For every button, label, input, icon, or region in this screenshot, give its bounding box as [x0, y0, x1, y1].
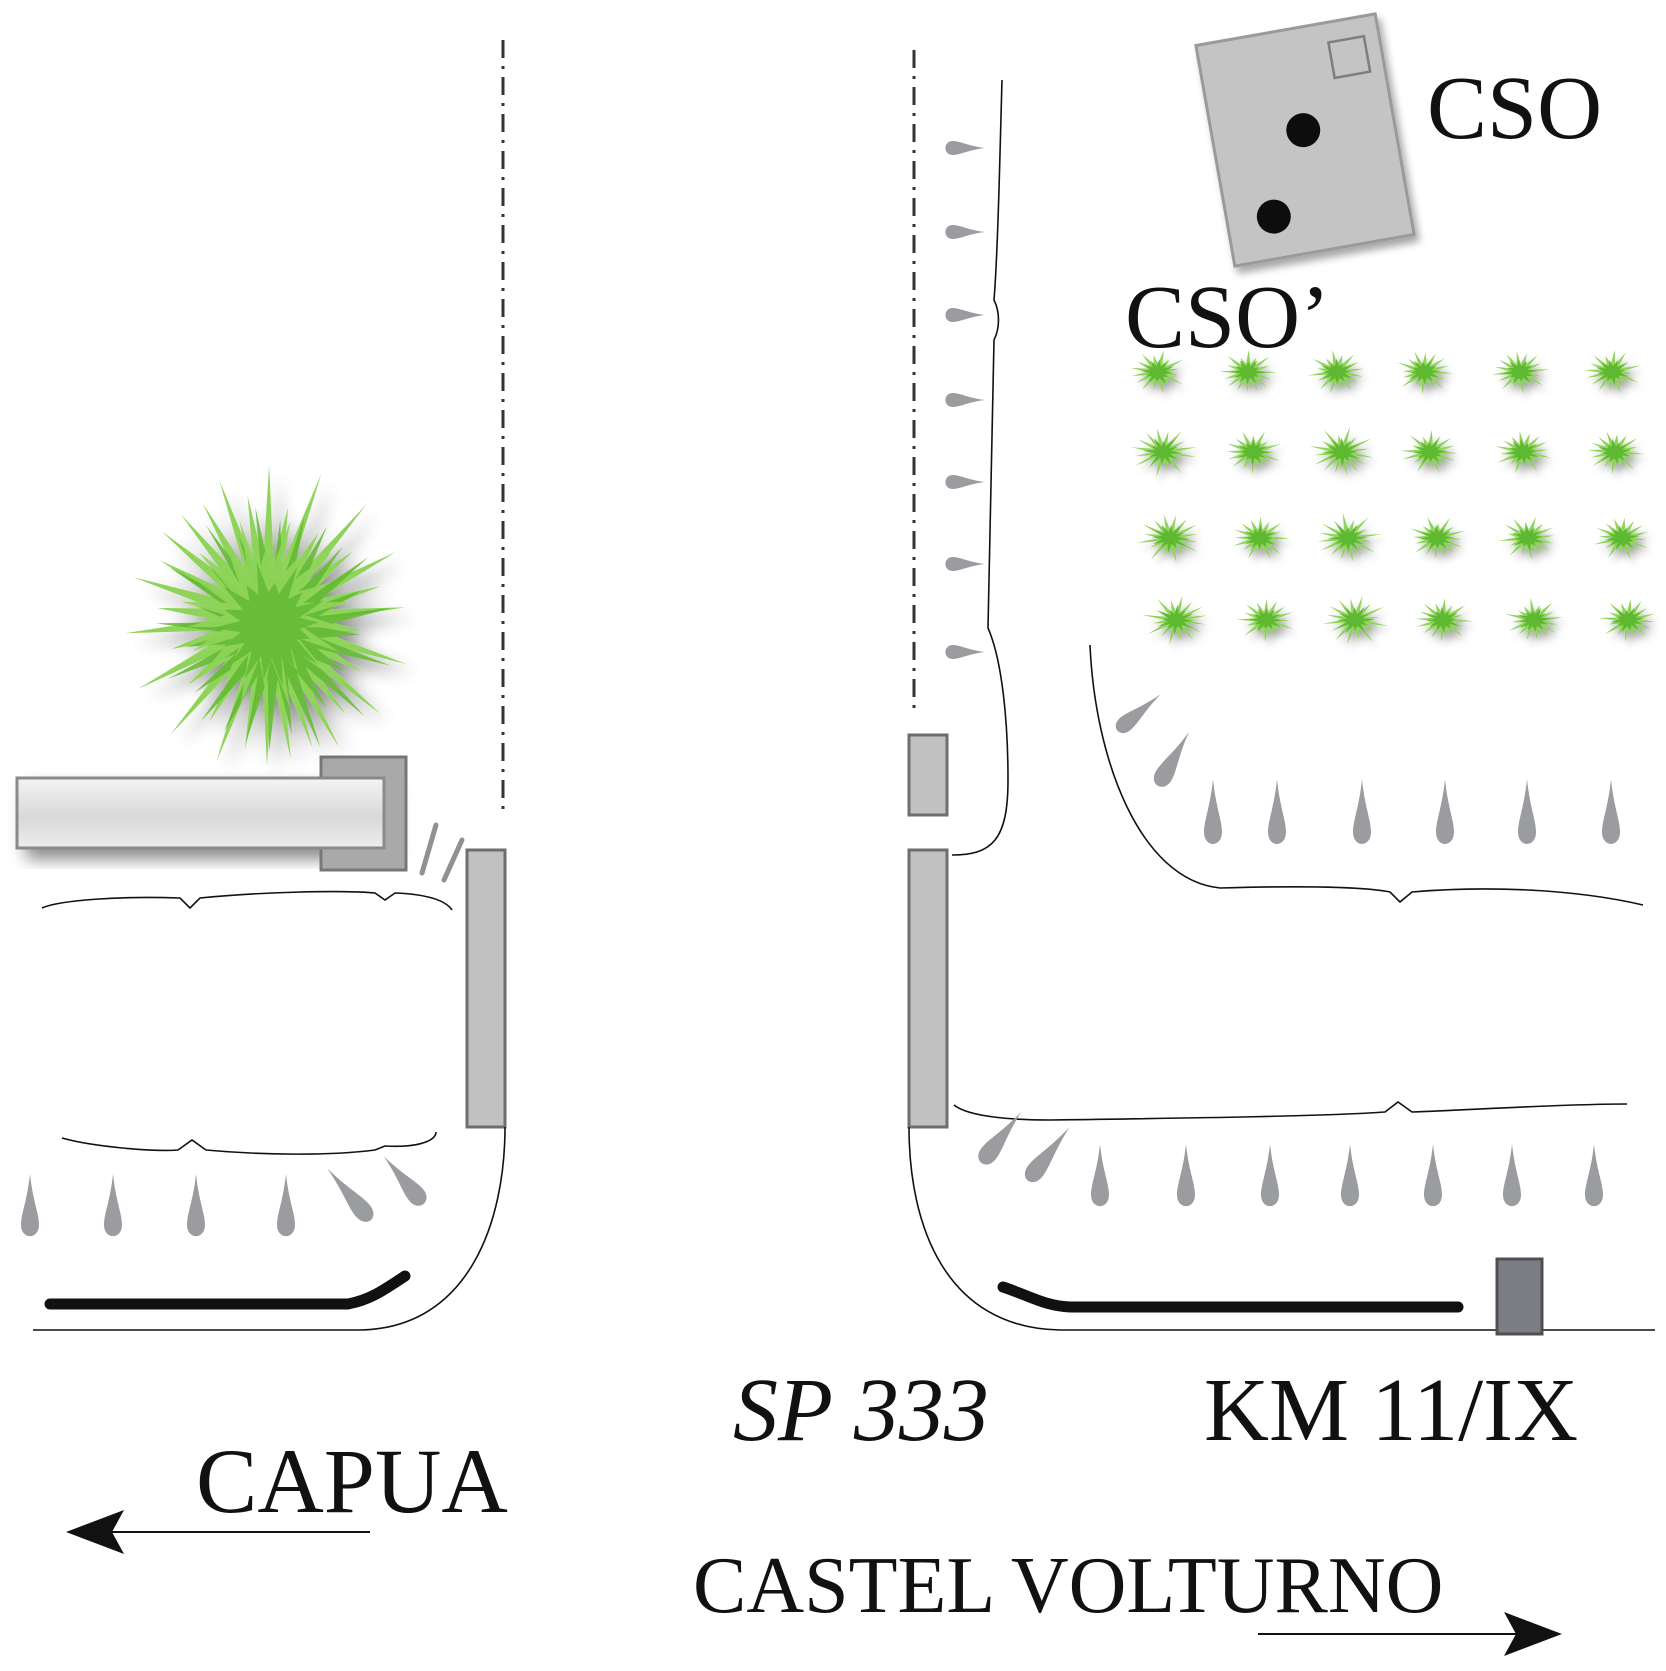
plant-icon — [1131, 428, 1197, 478]
plant-icon — [1598, 598, 1655, 642]
plant-icon — [1593, 517, 1649, 560]
drop-icon — [1177, 1144, 1195, 1207]
km-label: KM 11/IX — [1204, 1361, 1578, 1460]
wall-end-inner — [15, 776, 386, 850]
furrow-line — [61, 1131, 437, 1155]
bush-foliage — [213, 561, 325, 687]
capua-label: CAPUA — [196, 1430, 508, 1532]
drop-icon — [945, 225, 985, 239]
drop-icon — [1503, 1144, 1521, 1207]
drop-icon — [383, 1156, 427, 1206]
drop-icon — [1154, 731, 1189, 787]
drop-icon — [1268, 779, 1286, 844]
drop-icon — [1424, 1144, 1442, 1207]
drop-icon — [1602, 779, 1620, 844]
drop-icon — [1261, 1144, 1279, 1207]
drop-icon — [1518, 779, 1536, 844]
plant-icon — [1219, 349, 1277, 392]
plant-grid — [1130, 349, 1655, 645]
bush-icon — [124, 465, 407, 766]
arrow-left-icon — [66, 1510, 370, 1554]
drop-icon — [978, 1111, 1022, 1165]
drop-group — [21, 141, 1620, 1237]
drop-icon — [187, 1174, 205, 1237]
drop-icon — [1341, 1144, 1359, 1207]
road-border-right — [951, 79, 1009, 856]
furrow-line — [41, 890, 453, 911]
cso-box-icon — [1194, 12, 1416, 268]
plant-icon — [1309, 426, 1374, 476]
drop-icon — [1115, 694, 1161, 734]
plant-icon — [1498, 516, 1555, 560]
drop-icon — [327, 1168, 374, 1222]
arrow-right-icon — [1258, 1612, 1562, 1656]
plant-icon — [1317, 512, 1382, 563]
drop-icon — [945, 475, 985, 489]
drop-icon — [104, 1174, 122, 1237]
drop-icon — [945, 393, 985, 407]
plant-icon — [1400, 429, 1458, 473]
plant-icon — [1233, 516, 1290, 559]
drop-icon — [1353, 779, 1371, 844]
plant-icon — [1587, 431, 1645, 475]
plant-icon — [1226, 431, 1281, 474]
furrow-line — [953, 1101, 1628, 1121]
barrier-right — [907, 848, 949, 1129]
drop-icon — [277, 1174, 295, 1237]
plant-icon — [1130, 350, 1183, 394]
curb-left — [44, 1270, 411, 1310]
slash-mark — [441, 837, 465, 883]
sp333-label: SP 333 — [733, 1361, 989, 1460]
slash-mark — [419, 822, 439, 876]
cso-label: CSO — [1427, 59, 1602, 158]
drop-icon — [1436, 779, 1454, 844]
drop-icon — [945, 645, 985, 659]
road-edge-left — [33, 1126, 506, 1331]
drop-icon — [945, 308, 985, 322]
plant-icon — [1495, 430, 1551, 474]
plant-icon — [1492, 351, 1550, 395]
plant-icon — [1397, 351, 1453, 395]
field-boundary — [1089, 644, 1644, 906]
plant-icon — [1142, 595, 1207, 645]
curb-right — [997, 1281, 1464, 1313]
plant-icon — [1415, 597, 1473, 641]
barrier-left — [465, 848, 507, 1129]
barrier-upper — [907, 733, 949, 817]
plant-icon — [1410, 516, 1465, 559]
km-marker — [1495, 1257, 1544, 1336]
drop-icon — [1204, 779, 1222, 844]
plant-icon — [1136, 514, 1199, 564]
plant-icon — [1322, 595, 1389, 645]
plant-icon — [1584, 349, 1641, 393]
castel-volturno-label: CASTEL VOLTURNO — [693, 1542, 1443, 1630]
drop-icon — [1024, 1127, 1070, 1183]
plant-icon — [1236, 599, 1294, 643]
road-edge-right — [908, 1126, 1655, 1331]
drop-icon — [1091, 1144, 1109, 1207]
plant-icon — [1505, 597, 1563, 641]
plant-icon — [1307, 350, 1365, 394]
cso-prime-label: CSO’ — [1125, 268, 1330, 367]
drop-icon — [945, 141, 985, 155]
drop-icon — [21, 1174, 39, 1237]
drop-icon — [945, 557, 985, 571]
drop-icon — [1585, 1144, 1603, 1207]
